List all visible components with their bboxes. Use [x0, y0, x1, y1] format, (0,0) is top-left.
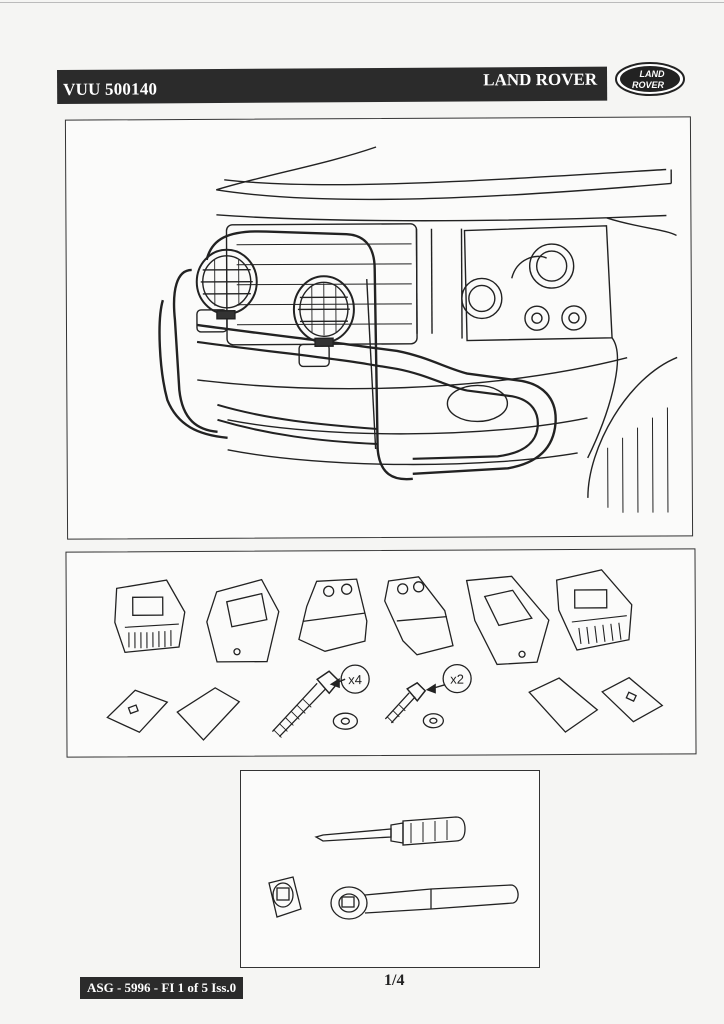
land-rover-logo: LAND ROVER [615, 62, 685, 96]
vehicle-illustration-panel [64, 116, 694, 540]
screwdriver-icon [314, 816, 466, 846]
logo-text-rover: ROVER [632, 80, 665, 90]
bolt-large-quantity: x4 [348, 672, 362, 687]
tools-illustration [268, 816, 519, 920]
clamp-cover-right [555, 569, 633, 651]
page-number: 1/4 [384, 972, 405, 989]
clamp-base-left [206, 578, 280, 663]
document-code: ASG - 5996 - FI 1 of 5 Iss.0 [80, 977, 244, 999]
washer-small [422, 713, 445, 729]
washer-large [332, 712, 359, 730]
qty-bubble-large [340, 664, 370, 694]
tools-panel [240, 770, 540, 968]
rubber-pad-right [601, 676, 664, 723]
logo-text-land: LAND [640, 69, 665, 79]
bolt-small-quantity: x2 [450, 672, 464, 687]
bolt-large [271, 670, 341, 738]
clamp-base-right [465, 575, 550, 666]
socket-icon [268, 876, 302, 918]
vehicle-front-illustration [158, 146, 678, 513]
part-number: VUU 500140 [63, 79, 158, 99]
parts-illustration: x4 x2 [106, 569, 664, 741]
mounting-pad-left [298, 578, 368, 652]
bolt-small [384, 681, 427, 724]
qty-bubble-small [442, 663, 472, 694]
rubber-pad-left [106, 689, 169, 734]
scan-edge-line [0, 2, 724, 3]
ratchet-wrench-icon [330, 884, 519, 920]
mounting-pad-right [384, 576, 454, 656]
shim-left [176, 687, 241, 741]
clamp-cover-left [114, 579, 186, 654]
header-bar: VUU 500140 LAND ROVER [57, 66, 608, 104]
brand-name: LAND ROVER [483, 69, 598, 90]
parts-panel: x4 x2 [65, 548, 697, 758]
shim-right [528, 677, 599, 733]
